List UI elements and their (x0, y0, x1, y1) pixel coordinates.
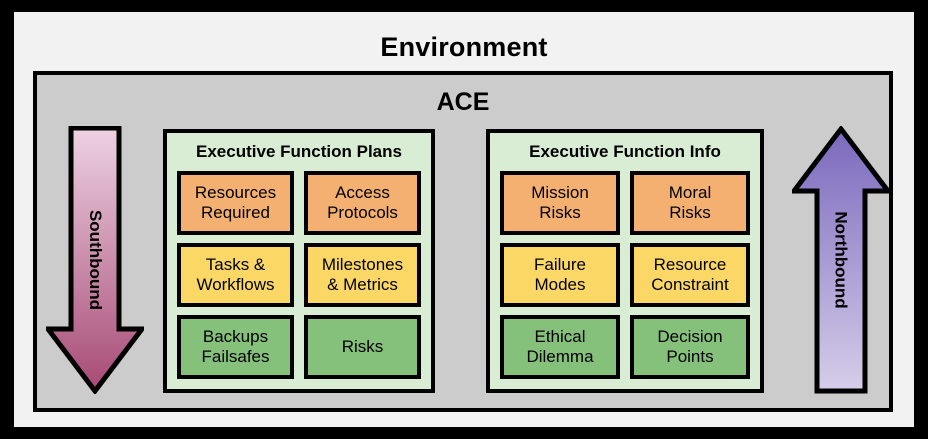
item-label-line2: & Metrics (327, 275, 398, 294)
item-label-line1: Resource (653, 254, 727, 274)
item-label-line1: Milestones (321, 254, 404, 274)
item-resources-required[interactable]: Resources Required (177, 171, 294, 235)
item-label-line1: Tasks & (205, 254, 266, 274)
item-label-line1: Resources (194, 182, 277, 202)
panel-executive-function-info: Executive Function Info Mission Risks Mo… (486, 129, 764, 393)
item-label-line2: Risks (539, 203, 581, 222)
item-label-line2: Points (666, 347, 714, 366)
item-label-line2: Modes (534, 275, 586, 294)
item-label-line2: Protocols (327, 203, 398, 222)
southbound-arrow: Southbound (46, 126, 144, 394)
item-milestones-metrics[interactable]: Milestones & Metrics (304, 243, 421, 307)
item-label-line1: Access (335, 182, 390, 202)
item-label-line2: Dilemma (526, 347, 594, 366)
panel-plans-title: Executive Function Plans (196, 142, 402, 161)
item-decision-points[interactable]: Decision Points (630, 315, 750, 379)
northbound-arrow: Northbound (792, 126, 890, 394)
item-label-line1: Ethical (534, 326, 586, 346)
item-label-line2: Required (200, 203, 270, 222)
item-label-line2: Failsafes (201, 347, 270, 366)
item-access-protocols[interactable]: Access Protocols (304, 171, 421, 235)
item-label-line2: Risks (669, 203, 711, 222)
item-moral-risks[interactable]: Moral Risks (630, 171, 750, 235)
environment-title: Environment (380, 32, 548, 62)
item-risks[interactable]: Risks (304, 315, 421, 379)
item-label-line1: Risks (341, 336, 384, 356)
item-label-line1: Backups (202, 326, 269, 346)
ace-box: ACE (33, 71, 893, 412)
panel-executive-function-plans: Executive Function Plans Resources Requi… (163, 129, 435, 393)
panel-plans-grid: Resources Required Access Protocols Task… (177, 171, 421, 379)
panel-info-title: Executive Function Info (529, 142, 721, 161)
item-label-line1: Failure (534, 254, 586, 274)
item-label-line1: Decision (657, 326, 723, 346)
item-label-line2: Constraint (651, 275, 729, 294)
item-tasks-workflows[interactable]: Tasks & Workflows (177, 243, 294, 307)
panel-info-grid: Mission Risks Moral Risks Failure Modes … (500, 171, 750, 379)
item-label-line2: Workflows (196, 275, 275, 294)
ace-title: ACE (436, 88, 490, 116)
item-label-line1: Mission (531, 182, 589, 202)
item-failure-modes[interactable]: Failure Modes (500, 243, 620, 307)
item-backups-failsafes[interactable]: Backups Failsafes (177, 315, 294, 379)
item-resource-constraint[interactable]: Resource Constraint (630, 243, 750, 307)
item-ethical-dilemma[interactable]: Ethical Dilemma (500, 315, 620, 379)
item-mission-risks[interactable]: Mission Risks (500, 171, 620, 235)
item-label-line1: Moral (668, 182, 712, 202)
